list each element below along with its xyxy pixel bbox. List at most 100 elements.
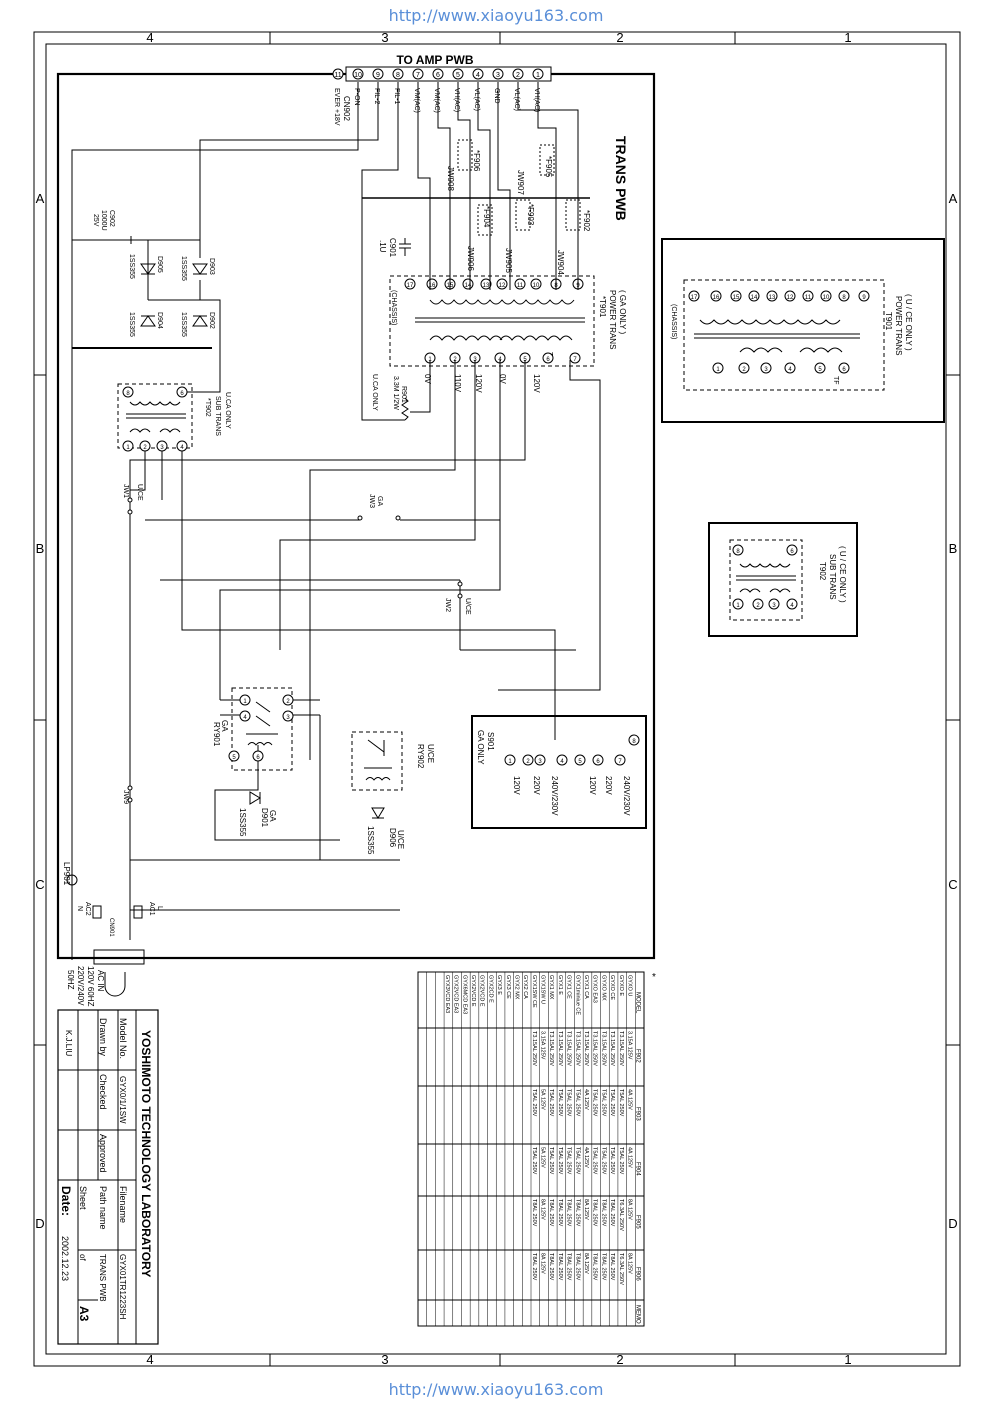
t902-ce-pin-8-number: 8 [736, 549, 740, 555]
fuse-table-cell-10-5: 8A 125V [540, 1253, 546, 1274]
c901-ref: C901 [388, 238, 397, 258]
jw2-note: U/CE [464, 598, 471, 615]
t901-pin-6-number: 6 [546, 357, 550, 363]
t902-ce-pin-6-circle [786, 544, 798, 556]
cn902-pin-7-label: VM(AC) [413, 88, 420, 113]
fuse-f905 [539, 144, 555, 176]
s901-ref: S901 [486, 732, 495, 751]
t901-ce-note: ( U / CE ONLY ) [904, 294, 913, 351]
t901-pin-6-circle [542, 352, 554, 364]
sheet-size: A3 [77, 1306, 91, 1322]
ac1-terminal [133, 905, 143, 919]
s901-pin-6-number: 6 [596, 759, 600, 765]
grid-col-3-bottom: 3 [381, 1352, 388, 1367]
fuse-table-cell-2-5: T8AL 250V [609, 1253, 615, 1281]
fuse-f906-label: *F906 [472, 150, 481, 172]
t902-ce-pin-4-number: 4 [790, 603, 794, 609]
s901-pin-8-number: 8 [632, 739, 636, 745]
s901-note: GA ONLY [476, 730, 485, 765]
fuse-table-cell-2-0: GYXO CE [609, 975, 615, 1000]
fuse-table-cell-6-0: GYX1miniue CE [574, 975, 580, 1015]
cn902-pin-5-circle [452, 68, 464, 80]
fuse-table-header-4: F905 [635, 1215, 641, 1229]
s901-v1: 120V [512, 776, 521, 795]
fuse-table-cell-1-3: T5AL 250V [618, 1147, 624, 1175]
t901-ce-pin-6-circle [838, 362, 850, 374]
fuse-f903 [515, 199, 531, 231]
cn902-pin-11-circle [332, 68, 344, 80]
cn902-pin-4-label: VL(AC) [473, 88, 480, 111]
t901-pin-17-circle [404, 278, 416, 290]
fuse-table-cell-8-4: T8AL 250V [557, 1199, 563, 1227]
fuse-table-cell-17-0: GYX2VCD E [479, 975, 485, 1007]
fuse-table-cell-11-4: T8AL 250V [531, 1199, 537, 1227]
jw9-label: JW9 [122, 790, 129, 804]
t902-pin-1-number: 1 [126, 445, 130, 451]
cn902-pin-10-number: 10 [354, 72, 362, 79]
t901-pin-12-circle [496, 278, 508, 290]
fuse-f902 [565, 199, 581, 231]
fuse-table-cell-13-0: GYX2 MX [513, 975, 519, 1000]
d903-part: 1SS355 [180, 256, 187, 281]
fuse-table-header-3: F904 [635, 1162, 641, 1176]
s901-pin-7-number: 7 [618, 759, 622, 765]
fuse-table-cell-5-2: 4A 125V [583, 1089, 589, 1110]
grid-col-4-bottom: 4 [146, 1352, 153, 1367]
header-url[interactable]: http://www.xiaoyu163.com [388, 6, 604, 25]
s901-v5: 220V [604, 776, 613, 795]
cn902-pin-8-label: FIL-1 [393, 88, 400, 104]
fuse-table-cell-4-5: T8AL 250V [592, 1253, 598, 1281]
t901-ce-pin-17-number: 17 [691, 295, 698, 301]
ry901-box [231, 687, 293, 771]
t902-ref: *T902 [204, 398, 211, 417]
fuse-table-cell-3-1: T3.15AL 250V [600, 1031, 606, 1066]
t901-secondary-winding [429, 335, 573, 341]
fuse-table-cell-11-2: T5AL 250V [531, 1089, 537, 1117]
ac2-terminal [92, 905, 102, 919]
cn902-pin-9-number: 9 [376, 72, 380, 79]
ry901-pin-4-number: 4 [243, 715, 247, 721]
ry901-pin-5-number: 5 [232, 755, 236, 761]
fuse-table-cell-3-0: GYXO MX [600, 975, 606, 1001]
fuse-table-cell-7-2: T5AL 250V [566, 1089, 572, 1117]
ry901-note: GA [220, 720, 229, 732]
s901-pin-5-number: 5 [578, 759, 582, 765]
fuse-table-cell-0-1: 3.15A 125V [626, 1031, 632, 1060]
drawn-by-label: Drawn by [98, 1018, 108, 1057]
c902-ref: C902 [108, 210, 115, 227]
jw904-label: JW904 [556, 250, 565, 275]
d905-ref: D905 [156, 256, 163, 273]
fuse-f905-label: *F905 [544, 156, 553, 178]
ac-in-label: AC IN [96, 970, 105, 992]
fuse-table-cell-2-1: T3.15AL 250V [609, 1031, 615, 1066]
cn902-pin-8-circle [392, 68, 404, 80]
sec-120v-a: 120V [474, 374, 483, 393]
t901-ce-pin-12-number: 12 [787, 295, 794, 301]
drawer-name: K.J.LIU [64, 1030, 73, 1056]
fuse-table-cell-10-1: 3.15A 125V [540, 1031, 546, 1060]
sheet-inner-border [45, 43, 947, 1355]
t901-pin-16-number: 16 [429, 283, 436, 289]
fuse-table-header-2: F903 [635, 1107, 641, 1121]
d901-ref: D901 [260, 808, 269, 828]
grid-row-d-right: D [948, 1216, 957, 1231]
t902-ce-dashed [729, 539, 803, 621]
grid-col-1-top: 1 [844, 30, 851, 45]
ry901-pin-3-number: 3 [286, 715, 290, 721]
approved-label: Approved [98, 1134, 108, 1173]
date-label: Date: [59, 1186, 73, 1216]
fuse-table-cell-5-1: T3.15AL 250V [583, 1031, 589, 1066]
fuse-table-cell-0-0: GYXO U [626, 975, 632, 996]
fuse-table-cell-9-4: T8AL 250V [548, 1199, 554, 1227]
footer-url[interactable]: http://www.xiaoyu163.com [388, 1380, 604, 1399]
t902-note: U.CA ONLY [224, 392, 231, 429]
t901-ce-dashed [683, 279, 885, 391]
fuse-table-cell-3-5: T8AL 250V [600, 1253, 606, 1281]
t901-pin-11-number: 11 [517, 283, 524, 289]
t901-desc: POWER TRANS [608, 290, 617, 349]
t901-ce-pin-11-circle [802, 290, 814, 302]
fuse-table-cell-10-2: 5A 125V [540, 1089, 546, 1110]
c902-value: 1000U [100, 210, 107, 231]
fuse-table-cell-10-4: 8A 125V [540, 1199, 546, 1220]
